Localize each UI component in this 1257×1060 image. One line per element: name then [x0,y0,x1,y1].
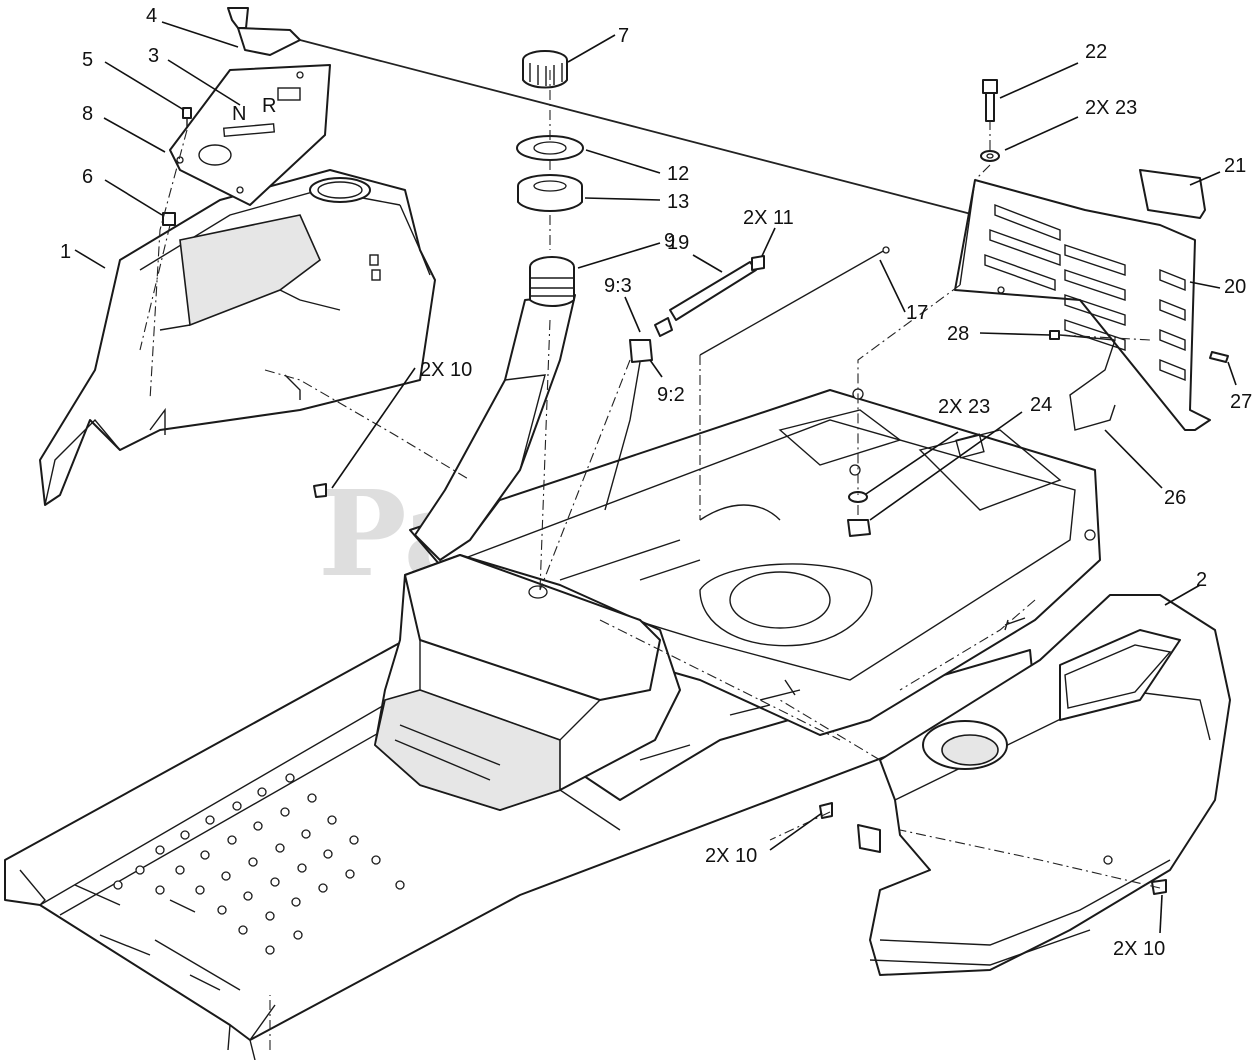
floor-pan-holes [113,773,405,955]
callout-1: 1 [60,241,71,263]
callout-13: 13 [667,191,689,213]
hose-clamp-11[interactable] [654,317,673,337]
callout-19: 19 [667,232,689,254]
screw-10-right-b[interactable] [1151,879,1167,895]
washer-23-chassis[interactable] [848,491,868,503]
control-plate[interactable]: N R [169,64,331,206]
plate-marking-n: N [232,103,246,125]
nut-24[interactable] [847,519,871,537]
leader-lines [74,21,1237,934]
callout-8: 8 [82,103,93,125]
assembly-lines [139,70,1161,1050]
screw-27[interactable] [1209,351,1229,363]
callout-7: 7 [618,25,629,47]
callout-28: 28 [947,323,969,345]
callout-4: 4 [146,5,157,27]
callout-24: 24 [1030,394,1052,416]
right-console[interactable] [857,594,1231,976]
fuel-hose-19[interactable] [669,255,765,321]
fuel-ring[interactable] [517,174,583,212]
callout-10-left: 2X 10 [420,359,472,381]
callout-21: 21 [1224,155,1246,177]
rear-cover-slots [984,203,1186,382]
callout-6: 6 [82,166,93,188]
callout-22: 22 [1085,41,1107,63]
nut-28[interactable] [1049,330,1060,340]
upper-chassis[interactable] [409,388,1101,761]
bolt-22[interactable] [982,79,998,122]
callout-2: 2 [1196,569,1207,591]
callout-10-right-b: 2X 10 [1113,938,1165,960]
fuel-cap[interactable] [522,50,568,89]
screw-5[interactable] [182,107,192,128]
rear-cover[interactable] [954,179,1211,431]
shift-lever-knob[interactable] [227,7,301,56]
fuel-valve[interactable] [604,339,653,511]
decal-21[interactable] [1139,169,1206,219]
rod-17[interactable] [699,246,890,356]
callout-12: 12 [667,163,689,185]
callout-10-right-a: 2X 10 [705,845,757,867]
frame-floor-pan[interactable] [4,639,1036,1060]
washer-23-top[interactable] [980,150,1000,162]
callout-5: 5 [82,49,93,71]
callout-20: 20 [1224,276,1246,298]
callout-23-chassis: 2X 23 [938,396,990,418]
left-console[interactable] [39,169,436,506]
callout-27: 27 [1230,391,1252,413]
fuel-gasket[interactable] [516,135,584,161]
clip-nut-6[interactable] [162,212,176,226]
callout-26: 26 [1164,487,1186,509]
callouts: 1 2 3 4 5 6 7 8 9 9:3 9:2 2X 10 2X 10 2X… [60,5,1252,960]
callout-9-3: 9:3 [604,275,632,297]
callout-11: 2X 11 [743,207,794,229]
callout-9: 9 [664,230,675,252]
fuel-filler-neck[interactable] [414,256,576,561]
callout-3: 3 [148,45,159,67]
callout-23-top: 2X 23 [1085,97,1137,119]
fuel-tank[interactable] [374,554,681,811]
bracket-26[interactable] [1059,334,1116,431]
plate-marking-r: R [262,95,276,117]
screw-10-left[interactable] [313,483,327,498]
callout-9-2: 9:2 [657,384,685,406]
callout-17: 17 [906,302,928,324]
